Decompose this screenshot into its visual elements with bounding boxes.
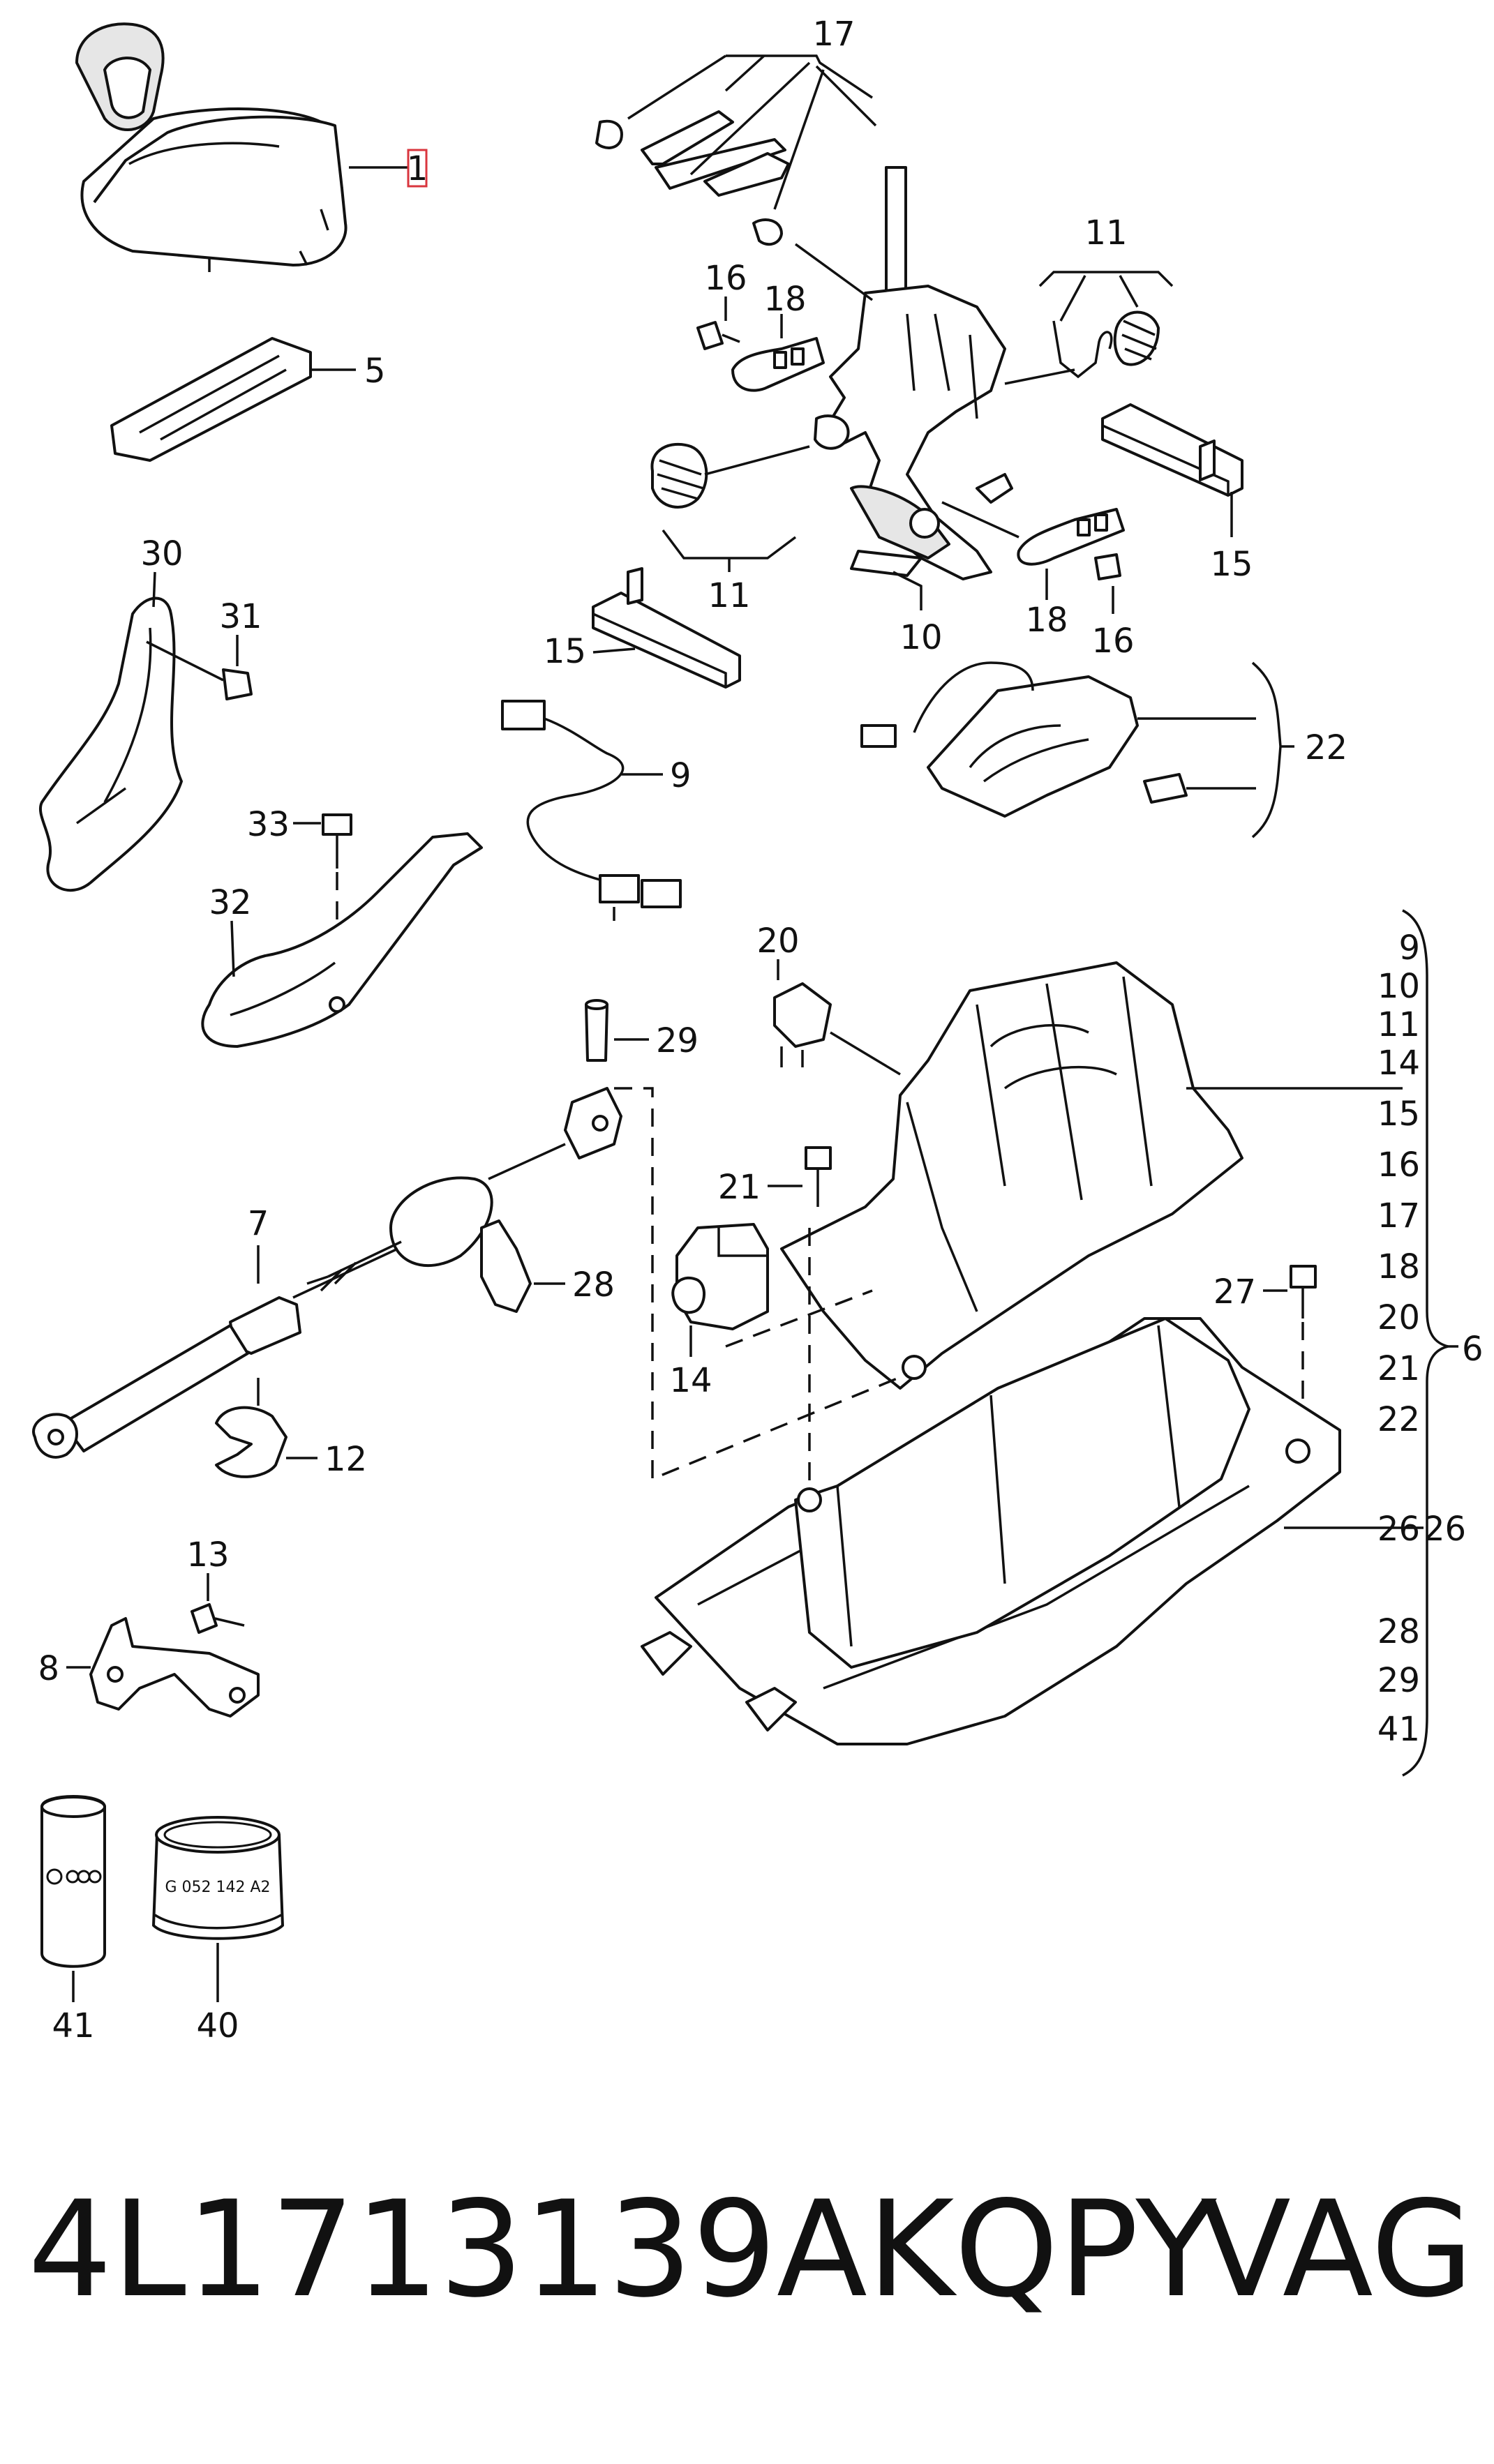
sensor-15a-part	[1101, 403, 1243, 497]
tube-40-part	[152, 1816, 284, 1940]
brand-name: VAG	[1200, 2172, 1474, 2327]
label-1: 1	[407, 149, 428, 188]
label-6: 6	[1462, 1330, 1484, 1369]
gear-11b-part	[650, 442, 708, 509]
pin-29-part	[585, 999, 608, 1062]
pin-16a-part	[696, 321, 740, 350]
gear-lever-10-part	[814, 166, 1013, 580]
screw-21-part	[805, 1146, 832, 1207]
bolt-31-part	[146, 640, 253, 700]
label-41: 41	[52, 2006, 94, 2045]
plate-22-part	[860, 661, 1188, 818]
screw-27-part	[1290, 1265, 1317, 1319]
assembly-list-item: 20	[1377, 1298, 1420, 1337]
label-13: 13	[186, 1535, 229, 1575]
label-16b: 16	[1091, 622, 1134, 661]
part-number: 4L1713139AKQPY	[28, 2172, 1217, 2327]
spring-11a-part	[1052, 310, 1160, 379]
label-17: 17	[812, 15, 855, 54]
label-11a: 11	[1084, 213, 1127, 253]
label-28: 28	[572, 1265, 615, 1305]
bracket-8-part	[89, 1617, 260, 1718]
assembly-list-item: 18	[1377, 1247, 1420, 1286]
clip-28-part	[480, 1219, 532, 1313]
assembly-list-item: 16	[1377, 1145, 1420, 1185]
label-29: 29	[656, 1021, 699, 1060]
assembly-list: 9 10 11 14 15 16 17 18 20 21 22 26 28 29…	[1377, 929, 1420, 1749]
label-26: 26	[1424, 1510, 1466, 1549]
wiring-harness-9-part	[501, 700, 682, 921]
assembly-list-item: 21	[1377, 1349, 1420, 1388]
link-18a-part	[731, 337, 825, 392]
label-18b: 18	[1025, 601, 1068, 640]
part-1-highlight-box	[407, 149, 428, 188]
label-16a: 16	[704, 259, 747, 298]
cover-strip-part	[110, 337, 312, 462]
screw-33-part	[322, 813, 352, 869]
shaft-17-part	[595, 110, 790, 246]
assembly-list-item: 10	[1377, 967, 1420, 1006]
circlip-12-part	[215, 1406, 287, 1478]
assembly-list-item: 22	[1377, 1400, 1420, 1439]
assembly-list-item: 29	[1377, 1661, 1420, 1700]
label-15a: 15	[1210, 545, 1253, 584]
frame-6-part	[780, 961, 1243, 1390]
holder-32-part	[201, 832, 483, 1048]
clip-20-part	[773, 982, 832, 1067]
sensor-15b-part	[592, 567, 741, 689]
bracket-30-part	[39, 596, 183, 892]
assembly-list-item: 9	[1398, 929, 1420, 968]
assembly-list-item: 26	[1377, 1510, 1420, 1549]
assembly-list-item: 41	[1377, 1710, 1420, 1749]
bolt-13-part	[191, 1603, 245, 1634]
label-5: 5	[364, 352, 386, 391]
tube-label: G 052 142 A2	[165, 1879, 270, 1896]
assembly-list-item: 14	[1377, 1044, 1420, 1083]
label-21: 21	[718, 1168, 761, 1207]
link-18b-part	[1017, 508, 1125, 566]
label-27: 27	[1213, 1272, 1256, 1312]
label-10: 10	[899, 618, 942, 657]
label-32: 32	[209, 883, 251, 922]
switch-14-part	[671, 1223, 769, 1330]
label-8: 8	[38, 1649, 59, 1688]
label-14: 14	[669, 1361, 712, 1400]
assembly-list-item: 17	[1377, 1196, 1420, 1235]
assembly-list-item: 28	[1377, 1612, 1420, 1651]
pin-16b-part	[1094, 553, 1121, 580]
label-12: 12	[324, 1440, 367, 1479]
label-15b: 15	[544, 632, 586, 671]
gear-knob-part	[75, 22, 348, 272]
brand-logo-icon	[46, 1868, 63, 1885]
label-30: 30	[140, 534, 183, 573]
label-40: 40	[196, 2006, 239, 2045]
label-31: 31	[219, 597, 262, 636]
cable-7-part	[32, 1087, 622, 1459]
label-7: 7	[248, 1204, 269, 1243]
housing-26-part	[641, 1317, 1341, 1745]
label-33: 33	[247, 805, 290, 844]
grease-can-41-part	[40, 1795, 106, 1968]
assembly-list-item: 15	[1377, 1095, 1420, 1134]
assembly-list-item: 11	[1377, 1005, 1420, 1044]
label-20: 20	[756, 922, 799, 961]
label-22: 22	[1305, 728, 1347, 767]
label-9: 9	[670, 756, 692, 795]
label-11b: 11	[708, 576, 750, 615]
label-18a: 18	[763, 280, 806, 319]
